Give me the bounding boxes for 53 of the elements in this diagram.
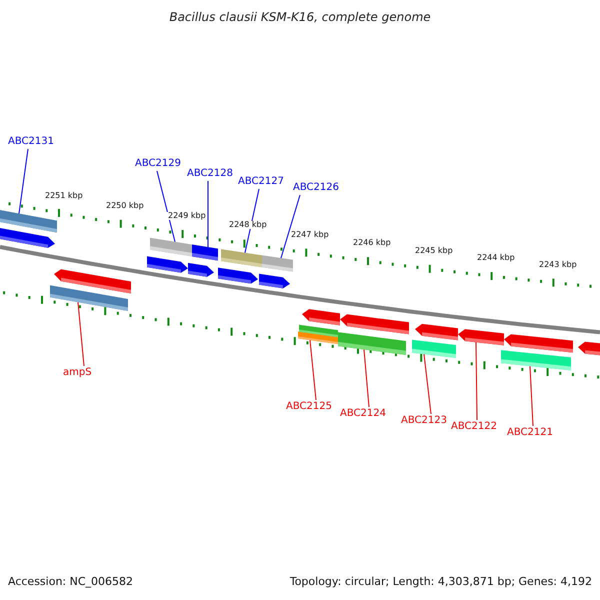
- gene-label: ABC2122: [451, 422, 497, 432]
- gene-feature: [192, 244, 218, 261]
- gene-label: ampS: [63, 368, 92, 378]
- gene-label: ABC2129: [135, 159, 181, 169]
- scale-label: 2245 kbp: [414, 247, 454, 255]
- gene-feature: [338, 332, 406, 355]
- accession-text: Accession: NC_006582: [8, 576, 134, 587]
- leader-line: [244, 188, 260, 254]
- gene-feature: [578, 342, 600, 356]
- scale-label: 2246 kbp: [352, 239, 392, 247]
- leader-line: [18, 148, 28, 214]
- gene-feature: [501, 350, 571, 370]
- scale-label: 2250 kbp: [105, 202, 145, 210]
- gene-label: ABC2131: [8, 137, 54, 147]
- scale-label: 2243 kbp: [538, 261, 578, 269]
- gene-feature: [54, 269, 131, 294]
- leader-line: [476, 342, 478, 420]
- scale-label: 2248 kbp: [228, 221, 268, 229]
- gene-label: ABC2121: [507, 428, 553, 438]
- gene-label: ABC2128: [187, 169, 233, 179]
- leader-line: [280, 194, 300, 259]
- scale-label: 2251 kbp: [44, 192, 84, 200]
- gene-feature: [0, 228, 55, 248]
- gene-label: ABC2125: [286, 402, 332, 412]
- leader-line: [78, 302, 84, 366]
- gene-label: ABC2124: [340, 409, 386, 419]
- gene-feature: [218, 268, 258, 284]
- leader-line: [364, 349, 370, 408]
- gene-feature: [415, 324, 458, 340]
- gene-feature: [188, 262, 214, 277]
- gene-feature: [221, 249, 262, 268]
- leader-line: [530, 366, 534, 426]
- gene-feature: [150, 238, 192, 256]
- gene-feature: [147, 256, 188, 273]
- leader-line: [424, 354, 432, 414]
- gene-feature: [262, 255, 293, 272]
- gene-feature: [0, 210, 57, 233]
- gene-feature: [412, 340, 456, 358]
- scale-label: 2244 kbp: [476, 254, 516, 262]
- gene-label: ABC2127: [238, 177, 284, 187]
- gene-feature: [299, 324, 338, 338]
- leader-line: [310, 340, 316, 400]
- gene-feature: [302, 309, 340, 326]
- scale-label: 2247 kbp: [290, 231, 330, 239]
- gene-feature: [504, 334, 573, 353]
- gene-label: ABC2126: [293, 183, 339, 193]
- gene-label: ABC2123: [401, 416, 447, 426]
- map-title: Bacillus clausii KSM-K16, complete genome: [168, 11, 432, 23]
- genome-summary: Topology: circular; Length: 4,303,871 bp; Genes: 4,192: [290, 576, 592, 587]
- scale-label: 2249 kbp: [167, 212, 207, 220]
- gene-feature: [259, 274, 290, 288]
- leader-line: [156, 170, 176, 242]
- gene-feature: [458, 329, 504, 346]
